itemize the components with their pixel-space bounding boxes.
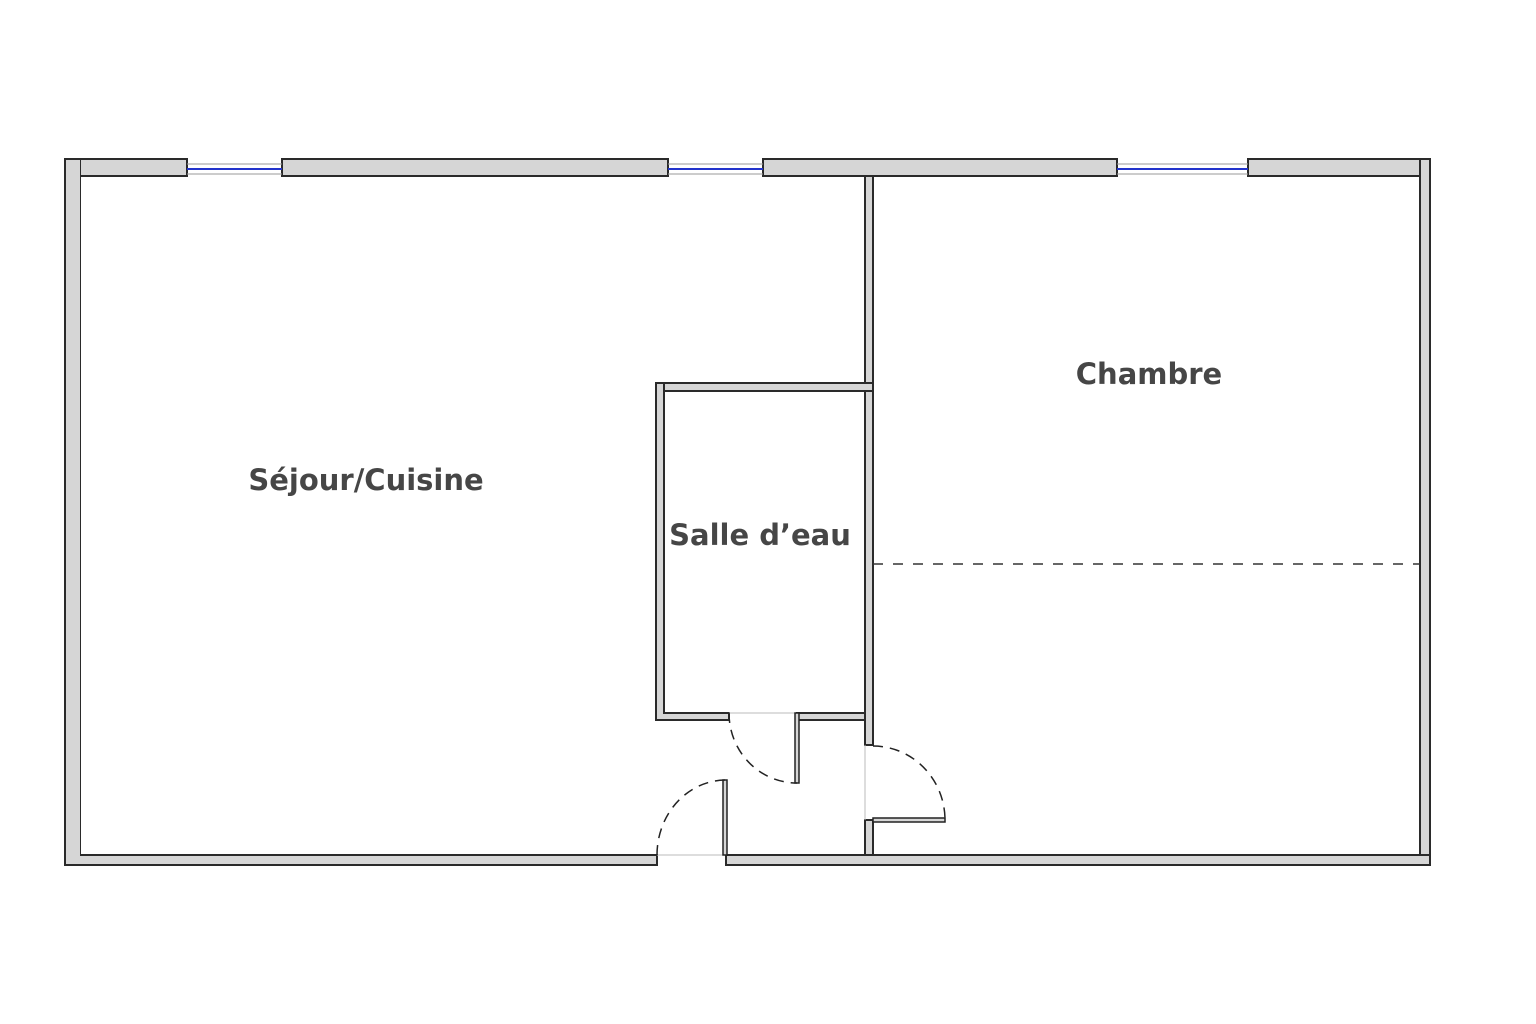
wall-left-fill (66, 160, 80, 864)
bathroom-wall-bottom-2 (796, 712, 866, 721)
wall-top-4 (1247, 158, 1431, 177)
entrance-door (656, 779, 728, 856)
partition-lower (864, 819, 874, 856)
wall-top-3 (762, 158, 1118, 177)
bathroom-wall-top (655, 382, 874, 392)
windows (187, 163, 1248, 175)
partition-upper (864, 175, 874, 746)
wall-top-1 (64, 158, 188, 177)
wall-bottom-2 (725, 854, 1431, 866)
outer-walls (64, 158, 1431, 866)
window-1 (187, 163, 282, 175)
doors (656, 712, 946, 856)
window-3 (1117, 163, 1248, 175)
window-2 (668, 163, 763, 175)
wall-top-2 (281, 158, 669, 177)
wall-right (1419, 158, 1431, 866)
room-label-chambre: Chambre (1075, 357, 1223, 391)
bathroom-door (728, 712, 800, 784)
bathroom-wall-bottom-1 (655, 712, 730, 721)
interior-walls (655, 175, 874, 856)
bedroom-door (864, 745, 946, 823)
wall-bottom-1 (64, 854, 658, 866)
room-label-sejour: Séjour/Cuisine (248, 463, 484, 497)
room-label-salle-deau: Salle d’eau (669, 518, 851, 552)
